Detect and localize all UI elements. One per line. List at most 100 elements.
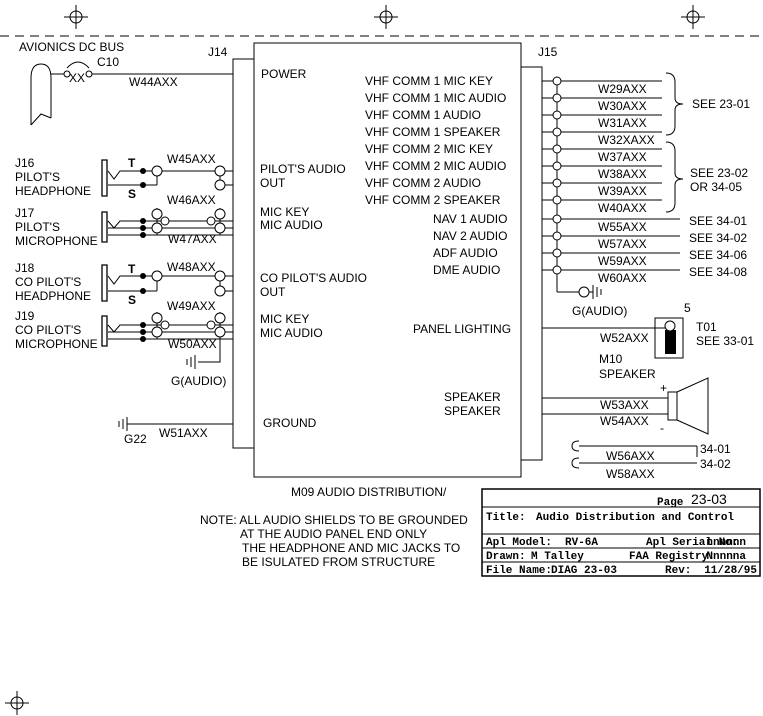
breaker-terminal-out xyxy=(85,70,93,78)
svg-text:J16: J16 xyxy=(15,156,35,170)
svg-text:PILOT'S: PILOT'S xyxy=(15,220,60,234)
wire-w45-label: W45AXX xyxy=(167,152,216,166)
svg-text:BE ISULATED FROM STRUCTURE: BE ISULATED FROM STRUCTURE xyxy=(242,555,435,569)
chassis-ground-label: G22 xyxy=(124,432,147,446)
lighting-terminal-label: T01 xyxy=(696,320,717,334)
chassis-ground-symbol xyxy=(118,417,233,431)
svg-text:T: T xyxy=(128,156,136,170)
label-comm2-mic-key: VHF COMM 2 MIC KEY xyxy=(365,142,493,156)
jack-j19-label: J19 CO PILOT'S MICROPHONE xyxy=(15,309,98,351)
file-label: File Name: xyxy=(486,565,552,577)
wire-w51-label: W51AXX xyxy=(159,426,208,440)
registration-mark-bottom-left xyxy=(5,691,29,715)
spare-ref-2: 34-02 xyxy=(700,457,731,471)
registration-mark-top-center xyxy=(374,5,398,29)
brace-comm1 xyxy=(665,72,684,136)
wire-w48 xyxy=(143,270,233,297)
registry-label: FAA Registry: xyxy=(629,551,715,563)
serial-label: Apl Serial No: xyxy=(646,537,738,549)
label-comm2-speaker: VHF COMM 2 SPEAKER xyxy=(365,193,501,207)
spare-ref-1: 34-01 xyxy=(700,442,731,456)
right-wire-terminal xyxy=(552,231,562,241)
svg-text:MICROPHONE: MICROPHONE xyxy=(15,234,98,248)
ref-nav1: SEE 34-01 xyxy=(689,214,747,228)
right-wire-terminal xyxy=(552,93,562,103)
wire-w50-label: W50AXX xyxy=(168,337,217,351)
svg-text:S: S xyxy=(128,293,136,307)
breaker-terminal-in xyxy=(63,70,71,78)
label-panel-lighting: PANEL LIGHTING xyxy=(413,322,511,336)
svg-text:J17: J17 xyxy=(15,206,35,220)
label-pilot-mic-key: MIC KEY xyxy=(260,205,309,219)
jack-j17-label: J17 PILOT'S MICROPHONE xyxy=(15,206,98,248)
registration-mark-top-left xyxy=(64,5,88,29)
svg-text:J19: J19 xyxy=(15,309,35,323)
page-label: Page xyxy=(657,497,684,509)
svg-text:HEADPHONE: HEADPHONE xyxy=(15,184,91,198)
speaker-label: SPEAKER xyxy=(599,367,656,381)
label-adf-audio: ADF AUDIO xyxy=(433,246,498,260)
jack-j16-symbol: T S xyxy=(101,156,146,201)
right-wire-terminal xyxy=(552,178,562,188)
wire-w58-label: W58AXX xyxy=(606,467,655,481)
wire-w47-label: W47AXX xyxy=(168,232,217,246)
wire-w45 xyxy=(143,165,233,191)
wire-w48-label: W48AXX xyxy=(167,260,216,274)
label-comm2-audio: VHF COMM 2 AUDIO xyxy=(365,176,481,190)
label-comm1-speaker: VHF COMM 1 SPEAKER xyxy=(365,125,501,139)
spare-connector-2 xyxy=(571,457,697,469)
right-wire-label: W38AXX xyxy=(598,167,647,181)
jack-j16-label: J16 PILOT'S HEADPHONE xyxy=(15,156,91,198)
right-wire-terminal xyxy=(552,161,562,171)
jack-j17-symbol xyxy=(101,211,146,243)
right-wire-label: W37AXX xyxy=(598,150,647,164)
label-nav1-audio: NAV 1 AUDIO xyxy=(433,212,507,226)
circuit-breaker-c10 xyxy=(66,61,90,69)
connector-j14 xyxy=(232,58,255,449)
svg-text:NOTE: ALL AUDIO SHIELDS TO BE: NOTE: ALL AUDIO SHIELDS TO BE GROUNDED xyxy=(200,513,468,527)
avionics-bus-symbol xyxy=(30,63,52,126)
label-copilot-audio: CO PILOT'S AUDIO xyxy=(260,271,367,285)
j14-label: J14 xyxy=(208,45,228,59)
right-wire-label: W30AXX xyxy=(598,99,647,113)
svg-text:MICROPHONE: MICROPHONE xyxy=(15,337,98,351)
j15-label: J15 xyxy=(538,45,558,59)
jack-j18-symbol: T S xyxy=(101,262,146,307)
right-wire-terminal xyxy=(552,214,562,224)
right-wire-label: W39AXX xyxy=(598,184,647,198)
svg-text:PILOT'S: PILOT'S xyxy=(15,170,60,184)
right-wire-terminal xyxy=(552,144,562,154)
drawn-value: M Talley xyxy=(531,551,584,563)
breaker-rating: XX xyxy=(69,71,85,85)
label-copilot-mic-key: MIC KEY xyxy=(260,312,309,326)
wire-w52-label: W52AXX xyxy=(600,331,649,345)
label-copilot-audio-out: OUT xyxy=(260,285,286,299)
label-comm2-mic-audio: VHF COMM 2 MIC AUDIO xyxy=(365,159,506,173)
title-value: Audio Distribution and Control xyxy=(536,512,734,524)
right-wire-label: W59AXX xyxy=(598,254,647,268)
label-comm1-mic-key: VHF COMM 1 MIC KEY xyxy=(365,74,493,88)
svg-text:AT THE AUDIO PANEL END ONLY: AT THE AUDIO PANEL END ONLY xyxy=(240,527,427,541)
label-speaker-1: SPEAKER xyxy=(444,390,501,404)
lighting-terminal-number: 5 xyxy=(684,301,691,315)
avionics-bus-label: AVIONICS DC BUS xyxy=(19,40,124,54)
audio-ground-left-symbol xyxy=(186,350,221,369)
wire-w53-label: W53AXX xyxy=(600,398,649,412)
wire-w56-label: W56AXX xyxy=(606,449,655,463)
label-comm1-audio: VHF COMM 1 AUDIO xyxy=(365,108,481,122)
wire-w54-label: W54AXX xyxy=(600,414,649,428)
svg-text:J18: J18 xyxy=(15,261,35,275)
ref-comm1: SEE 23-01 xyxy=(692,97,750,111)
speaker-id: M10 xyxy=(599,352,623,366)
label-power: POWER xyxy=(261,67,307,81)
ref-nav2: SEE 34-02 xyxy=(689,231,747,245)
model-value: RV-6A xyxy=(565,537,598,549)
rev-value: 11/28/95 xyxy=(704,565,757,577)
svg-text:S: S xyxy=(128,187,136,201)
right-wire-label: W57AXX xyxy=(598,237,647,251)
label-pilot-audio: PILOT'S AUDIO xyxy=(260,162,346,176)
label-ground: GROUND xyxy=(263,416,317,430)
right-wire-label: W40AXX xyxy=(598,201,647,215)
right-wire-terminal xyxy=(552,127,562,137)
